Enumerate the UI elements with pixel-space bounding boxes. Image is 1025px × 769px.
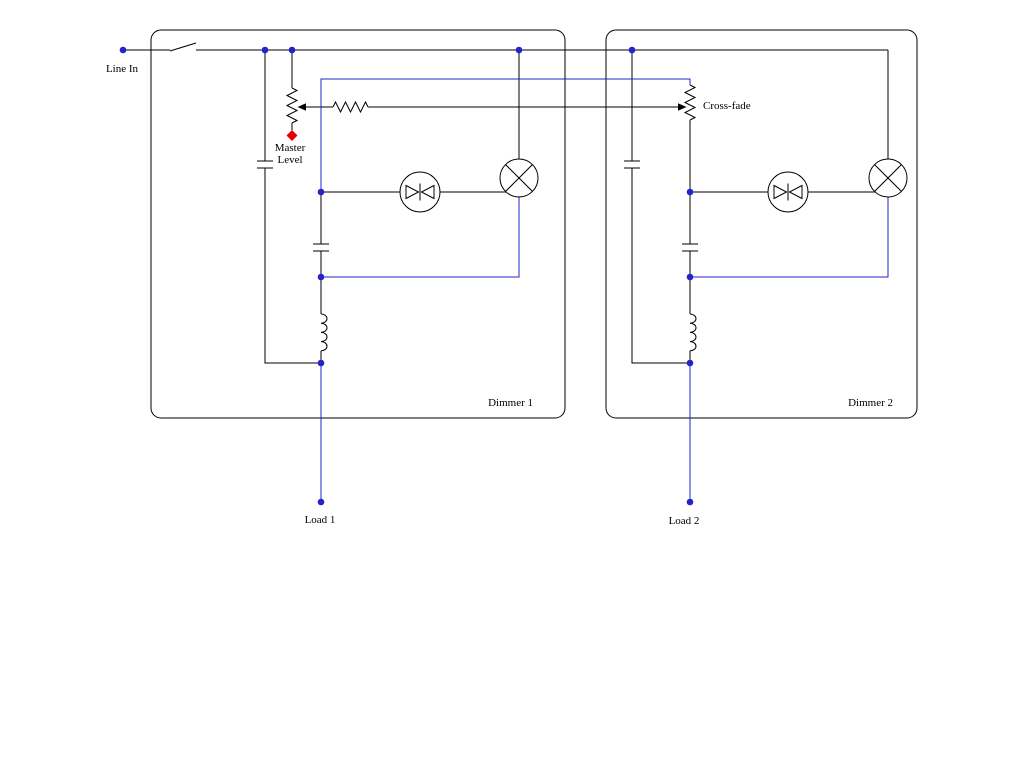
triac2-left-triangle [773,184,788,200]
dimmer2-box [605,29,918,419]
junction-dot [686,273,694,281]
capacitor-symbol-timing2 [682,243,698,252]
switch-symbol [169,42,197,52]
lamp1-cross [505,164,533,192]
labels: Line In Master Level Cross-fade Dimmer 1… [106,63,893,527]
junction-dot [628,46,636,54]
junction-dots [119,46,694,506]
triac2-right-triangle [788,184,803,200]
wire-cap3-bottom [631,168,690,364]
line-in-label: Line In [106,63,139,75]
capacitor-symbol-timing1 [313,243,329,252]
triac1-right-triangle [420,184,435,200]
enclosures [150,29,918,419]
junction-dot [686,359,694,367]
wire-dimmer2-return [690,178,889,278]
wires-black [123,42,889,364]
junction-dot-load2 [686,498,694,506]
master-level-indicator [286,130,298,141]
wiper-arrow-crossfade [678,103,687,111]
junction-dot-line-in [119,46,127,54]
master-level-label-line1: Master [275,142,306,154]
wire-dimmer1-return [321,178,520,278]
triac1-left-triangle [405,184,420,200]
junction-dot [686,188,694,196]
junction-dot [317,359,325,367]
load1-label: Load 1 [305,514,336,526]
junction-dot [515,46,523,54]
dimmer2-label: Dimmer 2 [848,397,893,409]
load2-label: Load 2 [669,515,700,527]
junction-dot [261,46,269,54]
potentiometer-symbol-crossfade [683,84,697,121]
dimmer1-box [150,29,566,419]
master-level-label-line2: Level [277,154,302,166]
junction-dot-load1 [317,498,325,506]
capacitor-symbol-line2 [624,160,640,169]
wire-cap1-bottom [264,168,321,364]
wiper-arrow-master [297,103,306,111]
dimmer1-label: Dimmer 1 [488,397,533,409]
potentiometer-symbol-master [285,87,299,124]
inductor-symbol-2 [689,313,697,352]
round-components [399,158,908,213]
junction-dot [288,46,296,54]
junction-dot [317,188,325,196]
resistor-symbol [332,100,369,114]
wiper-arrows [297,103,687,111]
wires-blue [320,78,889,502]
wire-crossfade-link [320,78,691,192]
junction-dot [317,273,325,281]
lamp2-cross [874,164,902,192]
capacitor-symbol-line1 [257,160,273,169]
cross-fade-label: Cross-fade [703,100,751,112]
inductor-symbol-1 [320,313,328,352]
